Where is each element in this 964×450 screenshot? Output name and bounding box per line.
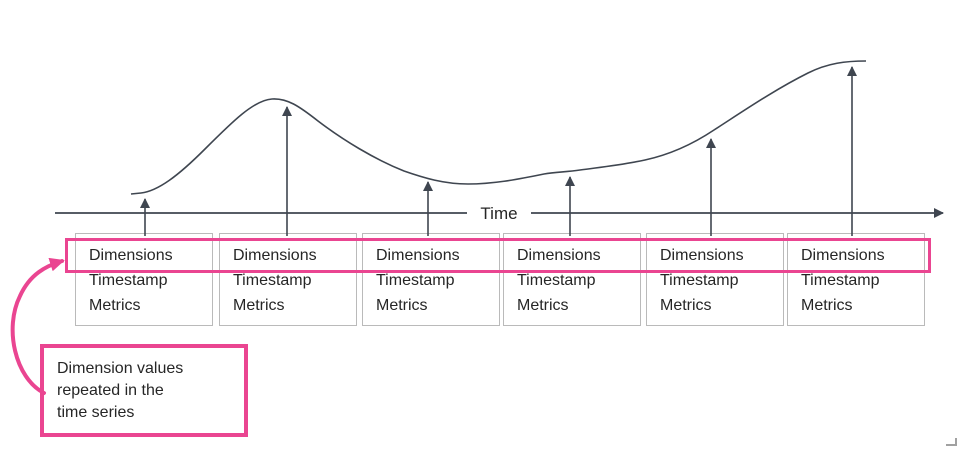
annotation-callout: Dimension values repeated in the time se… [40, 344, 248, 437]
record-metrics-label: Metrics [517, 297, 569, 314]
record-timestamp-label: Timestamp [233, 272, 312, 289]
record-dimensions-label: Dimensions [517, 247, 601, 264]
record-box-2: Dimensions Timestamp Metrics [219, 233, 357, 326]
cursor-artifact [946, 438, 957, 446]
record-metrics-label: Metrics [233, 297, 285, 314]
time-series-curve [130, 60, 867, 195]
record-dimensions-label: Dimensions [89, 247, 173, 264]
record-dimensions-label: Dimensions [233, 247, 317, 264]
record-timestamp-label: Timestamp [660, 272, 739, 289]
annotation-text-line: Dimension values [57, 360, 184, 377]
record-metrics-label: Metrics [376, 297, 428, 314]
annotation-text-line: repeated in the [57, 382, 164, 399]
time-axis-label: Time [480, 204, 517, 223]
record-box-4: Dimensions Timestamp Metrics [503, 233, 641, 326]
record-metrics-label: Metrics [89, 297, 141, 314]
record-timestamp-label: Timestamp [89, 272, 168, 289]
record-dimensions-label: Dimensions [660, 247, 744, 264]
record-box-6: Dimensions Timestamp Metrics [787, 233, 925, 326]
record-box-3: Dimensions Timestamp Metrics [362, 233, 500, 326]
record-box-5: Dimensions Timestamp Metrics [646, 233, 784, 326]
annotation-text-line: time series [57, 404, 135, 421]
record-timestamp-label: Timestamp [801, 272, 880, 289]
record-dimensions-label: Dimensions [376, 247, 460, 264]
record-timestamp-label: Timestamp [376, 272, 455, 289]
record-timestamp-label: Timestamp [517, 272, 596, 289]
dimensions-highlight-band [65, 238, 931, 273]
record-box-1: Dimensions Timestamp Metrics [75, 233, 213, 326]
record-dimensions-label: Dimensions [801, 247, 885, 264]
record-metrics-label: Metrics [801, 297, 853, 314]
record-metrics-label: Metrics [660, 297, 712, 314]
